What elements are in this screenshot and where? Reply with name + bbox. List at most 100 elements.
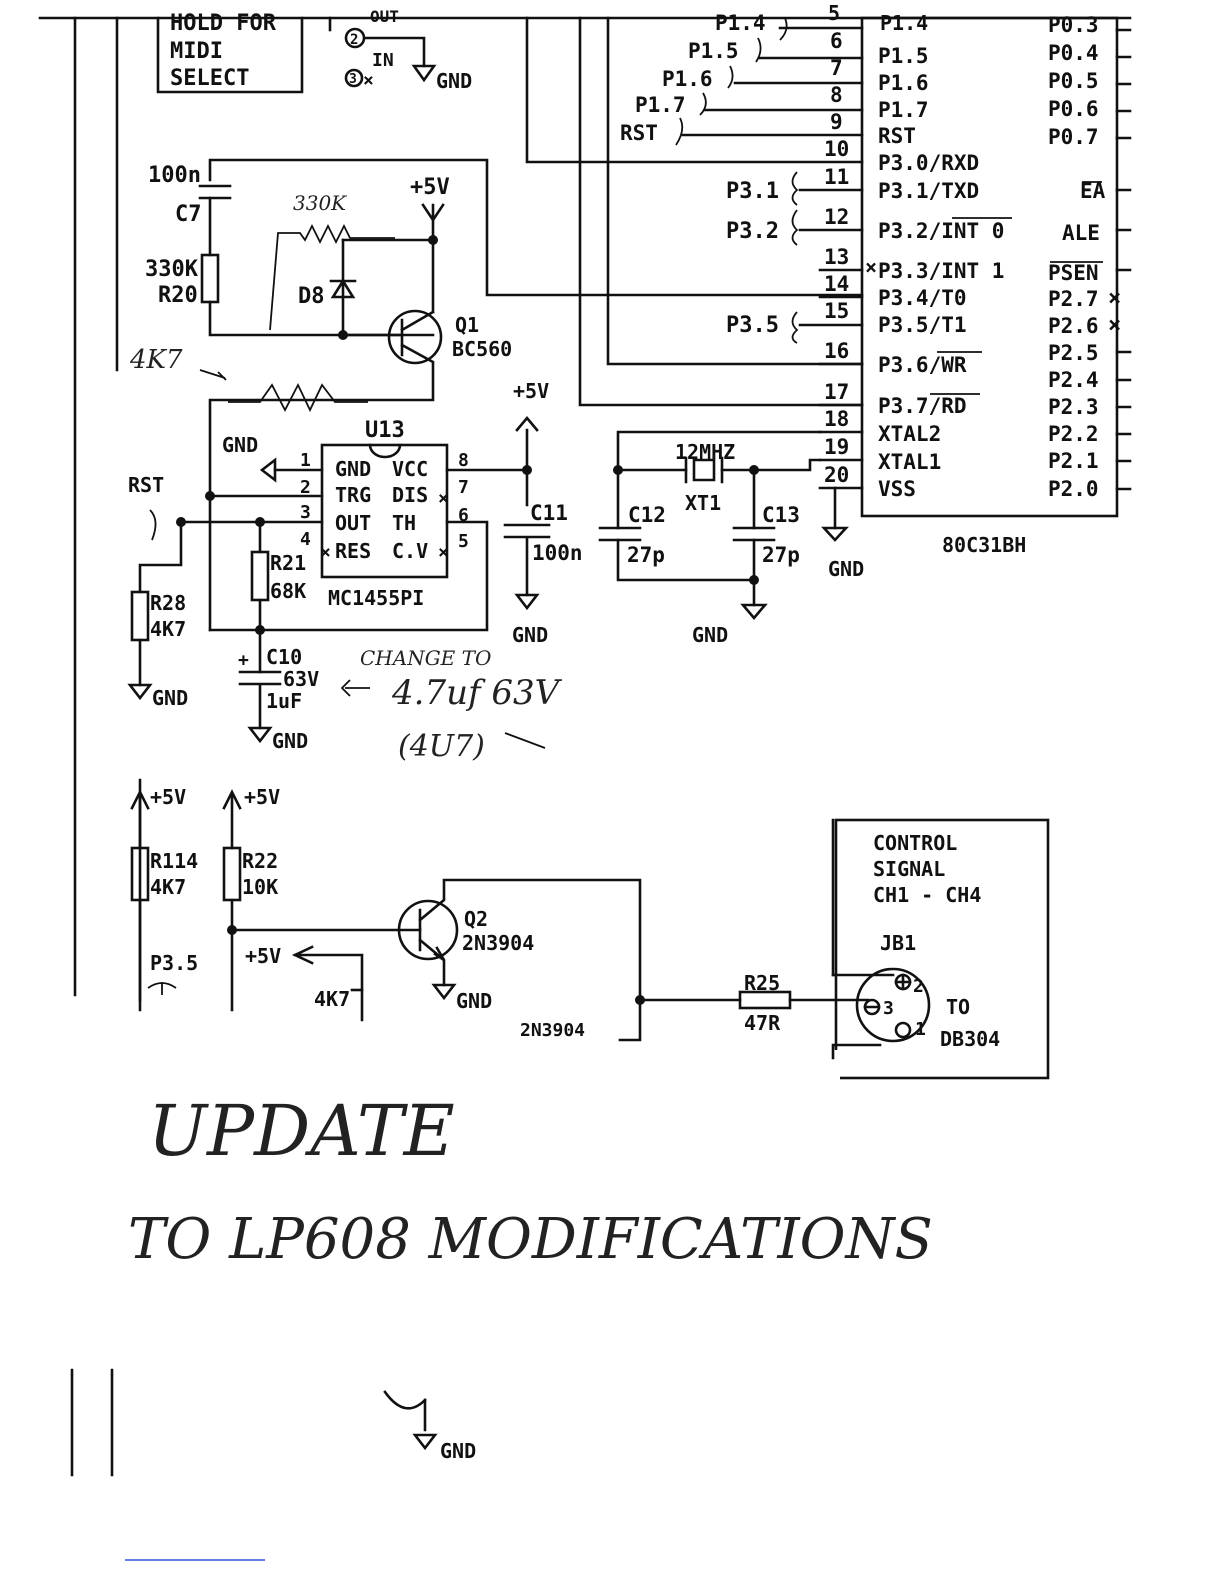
svg-text:P3.0/RXD: P3.0/RXD bbox=[878, 151, 979, 175]
svg-text:XT1: XT1 bbox=[685, 491, 721, 515]
svg-text:+5V: +5V bbox=[513, 379, 549, 403]
svg-text:P0.7: P0.7 bbox=[1048, 125, 1099, 149]
svg-text:R25: R25 bbox=[744, 971, 780, 995]
svg-text:13: 13 bbox=[824, 245, 849, 269]
svg-text:MC1455PI: MC1455PI bbox=[328, 586, 424, 610]
svg-text:MIDI: MIDI bbox=[170, 39, 223, 64]
svg-text:P1.7: P1.7 bbox=[878, 98, 929, 122]
svg-text:4K7: 4K7 bbox=[129, 345, 183, 375]
svg-text:HOLD FOR: HOLD FOR bbox=[170, 11, 277, 36]
svg-text:GND: GND bbox=[335, 457, 371, 481]
svg-text:4K7: 4K7 bbox=[314, 987, 350, 1011]
svg-text:10K: 10K bbox=[242, 875, 278, 899]
svg-text:×: × bbox=[320, 542, 331, 563]
svg-text:4K7: 4K7 bbox=[150, 875, 186, 899]
svg-text:63V: 63V bbox=[283, 667, 319, 691]
svg-text:R20: R20 bbox=[158, 283, 198, 308]
svg-text:GND: GND bbox=[222, 433, 258, 457]
svg-text:×: × bbox=[865, 255, 877, 279]
svg-text:OUT: OUT bbox=[335, 511, 371, 535]
svg-text:P2.1: P2.1 bbox=[1048, 449, 1099, 473]
svg-text:CHANGE TO: CHANGE TO bbox=[360, 646, 491, 670]
svg-text:VSS: VSS bbox=[878, 477, 916, 501]
svg-text:P3.1: P3.1 bbox=[726, 179, 779, 204]
svg-text:P3.2/INT 0: P3.2/INT 0 bbox=[878, 219, 1004, 243]
svg-text:CH1 - CH4: CH1 - CH4 bbox=[873, 883, 981, 907]
svg-text:GND: GND bbox=[436, 69, 472, 93]
svg-text:DB304: DB304 bbox=[940, 1027, 1000, 1051]
svg-text:XTAL1: XTAL1 bbox=[878, 450, 941, 474]
svg-text:P0.6: P0.6 bbox=[1048, 97, 1099, 121]
svg-text:SELECT: SELECT bbox=[170, 66, 249, 91]
mcu-left-pin-names: P1.5 P1.6 P1.7 RST P3.0/RXD P3.1/TXD P3.… bbox=[878, 44, 1004, 501]
svg-text:3: 3 bbox=[349, 72, 357, 87]
reset-circuit: 100n C7 330K R20 D8 +5V Q1 BC560 330K 4K… bbox=[129, 158, 512, 632]
svg-text:P2.5: P2.5 bbox=[1048, 341, 1099, 365]
svg-text:P0.3: P0.3 bbox=[1048, 13, 1099, 37]
svg-text:×: × bbox=[438, 488, 449, 509]
svg-text:P2.4: P2.4 bbox=[1048, 368, 1099, 392]
svg-text:Q1: Q1 bbox=[455, 313, 479, 337]
svg-text:+5V: +5V bbox=[410, 175, 450, 200]
svg-text:GND: GND bbox=[152, 686, 188, 710]
svg-text:C.V: C.V bbox=[392, 539, 428, 563]
svg-text:P3.7/RD: P3.7/RD bbox=[878, 394, 967, 418]
svg-text:C12: C12 bbox=[628, 503, 666, 527]
svg-text:D8: D8 bbox=[298, 284, 325, 309]
svg-text:P2.7: P2.7 bbox=[1048, 287, 1099, 311]
svg-text:P1.4: P1.4 bbox=[715, 11, 766, 35]
svg-text:18: 18 bbox=[824, 407, 849, 431]
svg-text:GND: GND bbox=[440, 1439, 476, 1463]
svg-text:2: 2 bbox=[300, 477, 311, 498]
svg-text:C11: C11 bbox=[530, 501, 568, 525]
svg-text:+: + bbox=[238, 650, 249, 671]
svg-text:12MHZ: 12MHZ bbox=[675, 440, 735, 464]
svg-text:P1.6: P1.6 bbox=[662, 67, 713, 91]
svg-text:12: 12 bbox=[824, 205, 849, 229]
svg-text:C13: C13 bbox=[762, 503, 800, 527]
svg-text:19: 19 bbox=[824, 435, 849, 459]
svg-text:P3.5: P3.5 bbox=[726, 313, 779, 338]
svg-text:C10: C10 bbox=[266, 645, 302, 669]
svg-text:11: 11 bbox=[824, 165, 849, 189]
svg-text:16: 16 bbox=[824, 339, 849, 363]
svg-text:TH: TH bbox=[392, 511, 416, 535]
svg-text:P1.5: P1.5 bbox=[688, 39, 739, 63]
svg-text:×: × bbox=[438, 542, 449, 563]
svg-text:R21: R21 bbox=[270, 551, 306, 575]
svg-text:JB1: JB1 bbox=[880, 931, 916, 955]
svg-text:P3.6/WR: P3.6/WR bbox=[878, 353, 967, 377]
svg-text:TRG: TRG bbox=[335, 483, 371, 507]
svg-text:PSEN: PSEN bbox=[1048, 261, 1099, 285]
svg-text:RST: RST bbox=[878, 124, 916, 148]
svg-text:GND: GND bbox=[456, 989, 492, 1013]
mcu-left-pin-nums: 6 7 8 9 10 11 12 13 14 15 16 17 18 19 20 bbox=[824, 29, 849, 487]
svg-text:×: × bbox=[1108, 286, 1121, 311]
update-note: UPDATE TO LP608 MODIFICATIONS bbox=[128, 1090, 933, 1272]
midi-select-box: HOLD FOR MIDI SELECT bbox=[156, 11, 304, 94]
svg-text:P3.5/T1: P3.5/T1 bbox=[878, 313, 967, 337]
svg-text:×: × bbox=[363, 70, 374, 91]
svg-text:8: 8 bbox=[458, 450, 469, 471]
svg-text:10: 10 bbox=[824, 137, 849, 161]
svg-text:R114: R114 bbox=[150, 849, 198, 873]
svg-text:8: 8 bbox=[830, 83, 843, 107]
svg-text:6: 6 bbox=[458, 505, 469, 526]
svg-text:IN: IN bbox=[372, 50, 394, 71]
svg-text:RST: RST bbox=[128, 473, 164, 497]
svg-text:17: 17 bbox=[824, 380, 849, 404]
svg-text:68K: 68K bbox=[270, 579, 306, 603]
svg-text:DIS: DIS bbox=[392, 483, 428, 507]
svg-text:P1.4: P1.4 bbox=[880, 11, 928, 35]
svg-text:14: 14 bbox=[824, 272, 849, 296]
svg-text:VCC: VCC bbox=[392, 457, 428, 481]
svg-text:GND: GND bbox=[512, 623, 548, 647]
svg-text:100n: 100n bbox=[148, 163, 201, 188]
svg-text:P1.5: P1.5 bbox=[878, 44, 929, 68]
bottom-fragment: GND bbox=[383, 1390, 476, 1463]
svg-text:RST: RST bbox=[620, 121, 658, 145]
svg-text:4.7uf 63V: 4.7uf 63V bbox=[391, 673, 563, 713]
mcu-80c31bh: 80C31BH 5 P1.4 6 7 8 9 10 11 12 13 14 15… bbox=[485, 1, 1132, 557]
svg-text:2: 2 bbox=[913, 976, 924, 997]
